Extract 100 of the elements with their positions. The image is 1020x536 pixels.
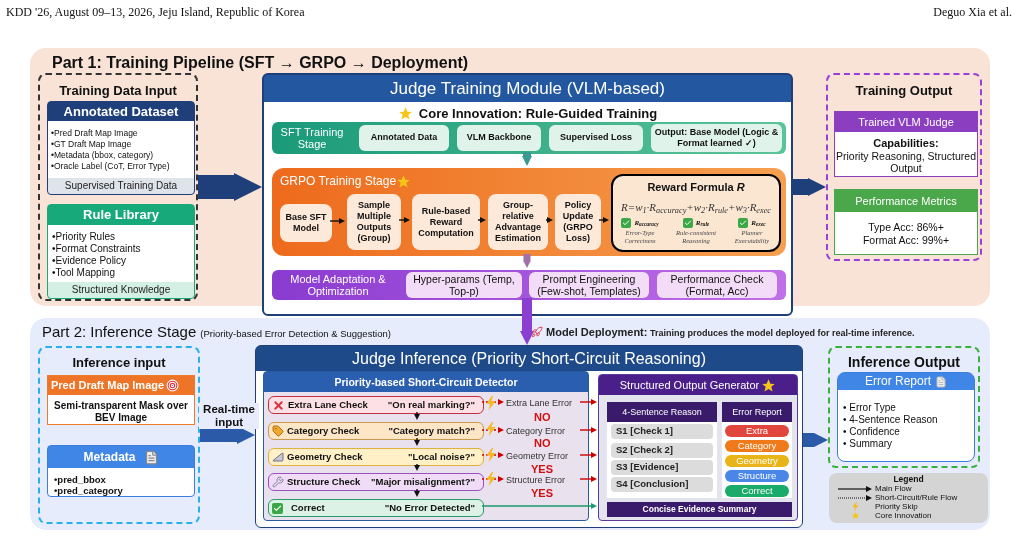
box-label: Sample Multiple Outputs (Group) xyxy=(355,200,393,244)
box-label: Geometry xyxy=(736,455,778,467)
box-label: Policy Update (GRPO Loss) xyxy=(561,200,595,244)
box-label: Group-relative Advantage Estimation xyxy=(494,200,542,244)
dashed-arrow xyxy=(481,476,504,482)
check-question: "No Error Detected" xyxy=(384,500,475,515)
panel-title: Judge Training Module (VLM-based) xyxy=(390,78,665,100)
box-label: S4 [Conclusion] xyxy=(616,477,689,492)
card-title: Trained VLM Judge xyxy=(858,115,954,130)
subtitle: Core Innovation: Rule-Guided Training xyxy=(418,105,658,123)
bullet-item: •Tool Mapping xyxy=(51,267,116,279)
metric-text: Format Acc: 99%+ xyxy=(862,234,950,247)
sentence-box xyxy=(611,460,713,475)
input-card xyxy=(47,445,195,497)
legend-text: Priority Skip xyxy=(875,502,918,511)
bullet-item: •GT Draft Map Image xyxy=(50,139,133,150)
process-box xyxy=(406,272,522,298)
panel-title: Priority-based Short-Circuit Detector xyxy=(333,375,519,390)
bullet-item: •Evidence Policy xyxy=(51,255,128,267)
panel-title: Part 1: Training Pipeline (SFT → GRPO → Deployment) xyxy=(52,53,470,73)
column-panel xyxy=(607,402,717,498)
sentence-box xyxy=(611,443,713,458)
box-label: VLM Backbone xyxy=(466,131,532,145)
block-arrow xyxy=(803,433,828,447)
stage-band xyxy=(272,270,786,300)
arrow xyxy=(414,411,420,420)
process-box xyxy=(347,194,401,250)
group-title: Inference Output xyxy=(847,353,961,372)
module-panel xyxy=(262,73,793,316)
block-arrow xyxy=(520,298,534,345)
card-text: Semi-transparent Mask over BEV Image xyxy=(53,400,189,424)
formula-box xyxy=(611,174,781,252)
box-label: Hyper-params (Temp, Top-p) xyxy=(412,273,516,297)
stage-band xyxy=(272,168,786,256)
bullet-item: • Summary xyxy=(842,438,894,450)
output-card xyxy=(834,111,978,177)
detector-panel xyxy=(263,371,589,521)
block-arrow xyxy=(198,173,262,201)
box-label: Structure xyxy=(737,470,777,482)
arrow xyxy=(414,463,420,471)
edge-label: Real-time input xyxy=(199,403,259,429)
generator-panel xyxy=(598,374,798,521)
bullet-item: •Format Constraints xyxy=(51,243,142,255)
summary-bar xyxy=(607,502,792,517)
arrow xyxy=(579,399,597,405)
column-title: Error Report xyxy=(731,406,783,419)
module-panel xyxy=(255,345,803,528)
dashed-group-box xyxy=(38,73,198,301)
branch-label: NO xyxy=(534,436,551,451)
card-title: Performance Metrics xyxy=(855,194,957,209)
legend-text: Short-Circuit/Rule Flow xyxy=(875,493,958,502)
card-title: Pred Draft Map Image xyxy=(51,378,165,394)
process-box xyxy=(280,204,332,242)
arrow xyxy=(579,476,597,482)
error-result-text: Category Error xyxy=(506,425,566,439)
error-result-text: Structure Error xyxy=(506,474,565,488)
arrow xyxy=(477,217,486,223)
box-label: Rule-based Reward Computation xyxy=(417,205,475,239)
arrow xyxy=(398,217,410,223)
process-box xyxy=(549,125,643,151)
output-card xyxy=(834,189,978,255)
data-card xyxy=(47,101,195,195)
data-card xyxy=(47,204,195,299)
card-title: Metadata xyxy=(83,449,136,466)
formula-title: Reward Formula R xyxy=(647,180,745,195)
legend-text: Core Innovation xyxy=(875,511,932,520)
check-box xyxy=(268,473,484,491)
process-box xyxy=(412,194,480,250)
error-pill xyxy=(725,485,789,497)
check-box xyxy=(268,422,484,440)
stage-title: Model Adaptation & Optimization xyxy=(289,273,387,297)
panel-subtitle: (Priority-based Error Detection & Suggestion) xyxy=(200,327,391,341)
box-label: Extra xyxy=(745,425,769,437)
bullet-item: •pred_category xyxy=(53,485,124,496)
error-result-text: Extra Lane Error xyxy=(506,397,573,411)
check-question: "On real marking?" xyxy=(387,397,475,412)
arrow xyxy=(579,427,597,433)
branch-label: NO xyxy=(534,410,551,425)
check-name: Correct xyxy=(291,500,325,515)
check-box xyxy=(268,448,484,466)
dashed-arrow xyxy=(481,399,504,405)
block-arrow xyxy=(793,178,826,196)
arrow xyxy=(414,488,420,497)
box-label: Output: Base Model (Logic & Format learned ✓) xyxy=(653,127,780,149)
stage-title: GRPO Training Stage xyxy=(280,173,397,190)
bullet-item: • Error Type xyxy=(842,402,897,414)
box-label: S2 [Check 2] xyxy=(616,443,674,458)
sentence-box xyxy=(611,424,713,439)
metric-text: Type Acc: 86%+ xyxy=(868,221,944,234)
box-label: Correct xyxy=(741,485,773,497)
error-pill xyxy=(725,470,789,482)
box-label: Supervised Loss xyxy=(560,131,632,145)
error-pill xyxy=(725,440,789,452)
box-label: Annotated Data xyxy=(370,131,438,145)
arrow xyxy=(414,437,420,446)
process-box xyxy=(359,125,449,151)
bullet-item: •Oracle Label (CoT, Error Type) xyxy=(50,161,171,172)
box-label: Concise Evidence Summary xyxy=(642,503,757,516)
stage-title: SFT Training Stage xyxy=(279,126,345,150)
bullet-item: • 4-Sentence Reason xyxy=(842,414,939,426)
